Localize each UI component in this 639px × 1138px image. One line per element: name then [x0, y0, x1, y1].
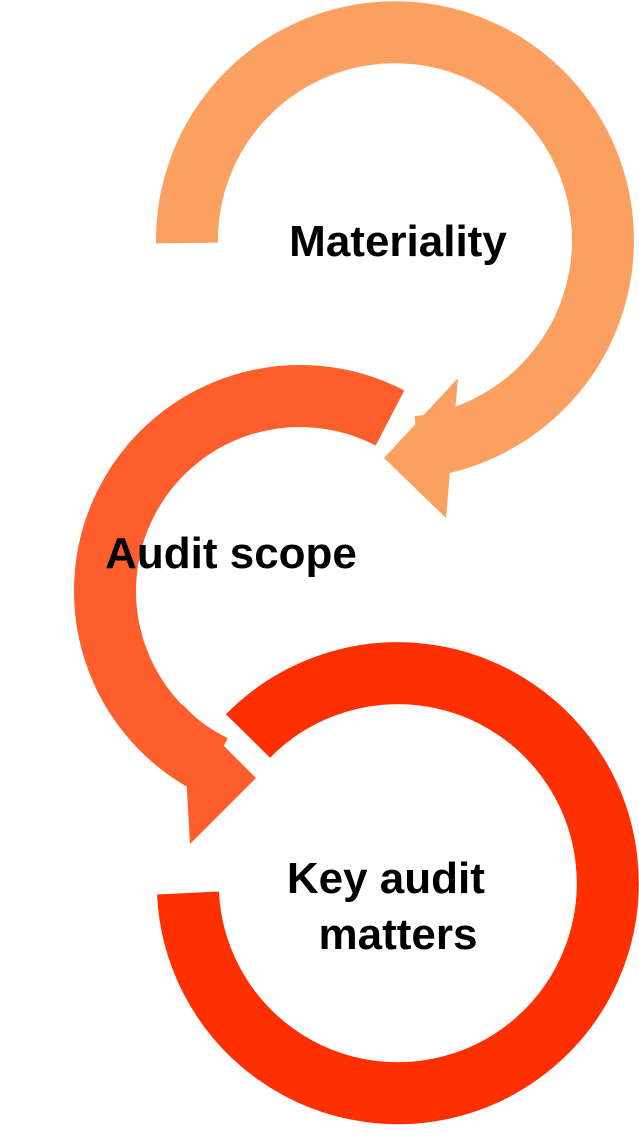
key-audit-matters-label: Key audit matters	[287, 854, 497, 959]
key-audit-matters-line-1: Key audit	[287, 854, 485, 903]
materiality-label: Materiality	[289, 217, 507, 266]
key-audit-matters-cycle	[157, 642, 639, 1125]
audit-scope-cycle	[74, 365, 405, 844]
audit-scope-label: Audit scope	[105, 529, 357, 578]
materiality-arc	[155, 1, 634, 478]
key-audit-matters-arc	[157, 642, 639, 1125]
audit-scope-arrowhead	[182, 704, 256, 844]
key-audit-matters-line-2: matters	[319, 910, 478, 959]
materiality-arrowhead	[384, 378, 458, 518]
audit-scope-arc	[74, 365, 405, 794]
materiality-cycle	[155, 1, 634, 518]
